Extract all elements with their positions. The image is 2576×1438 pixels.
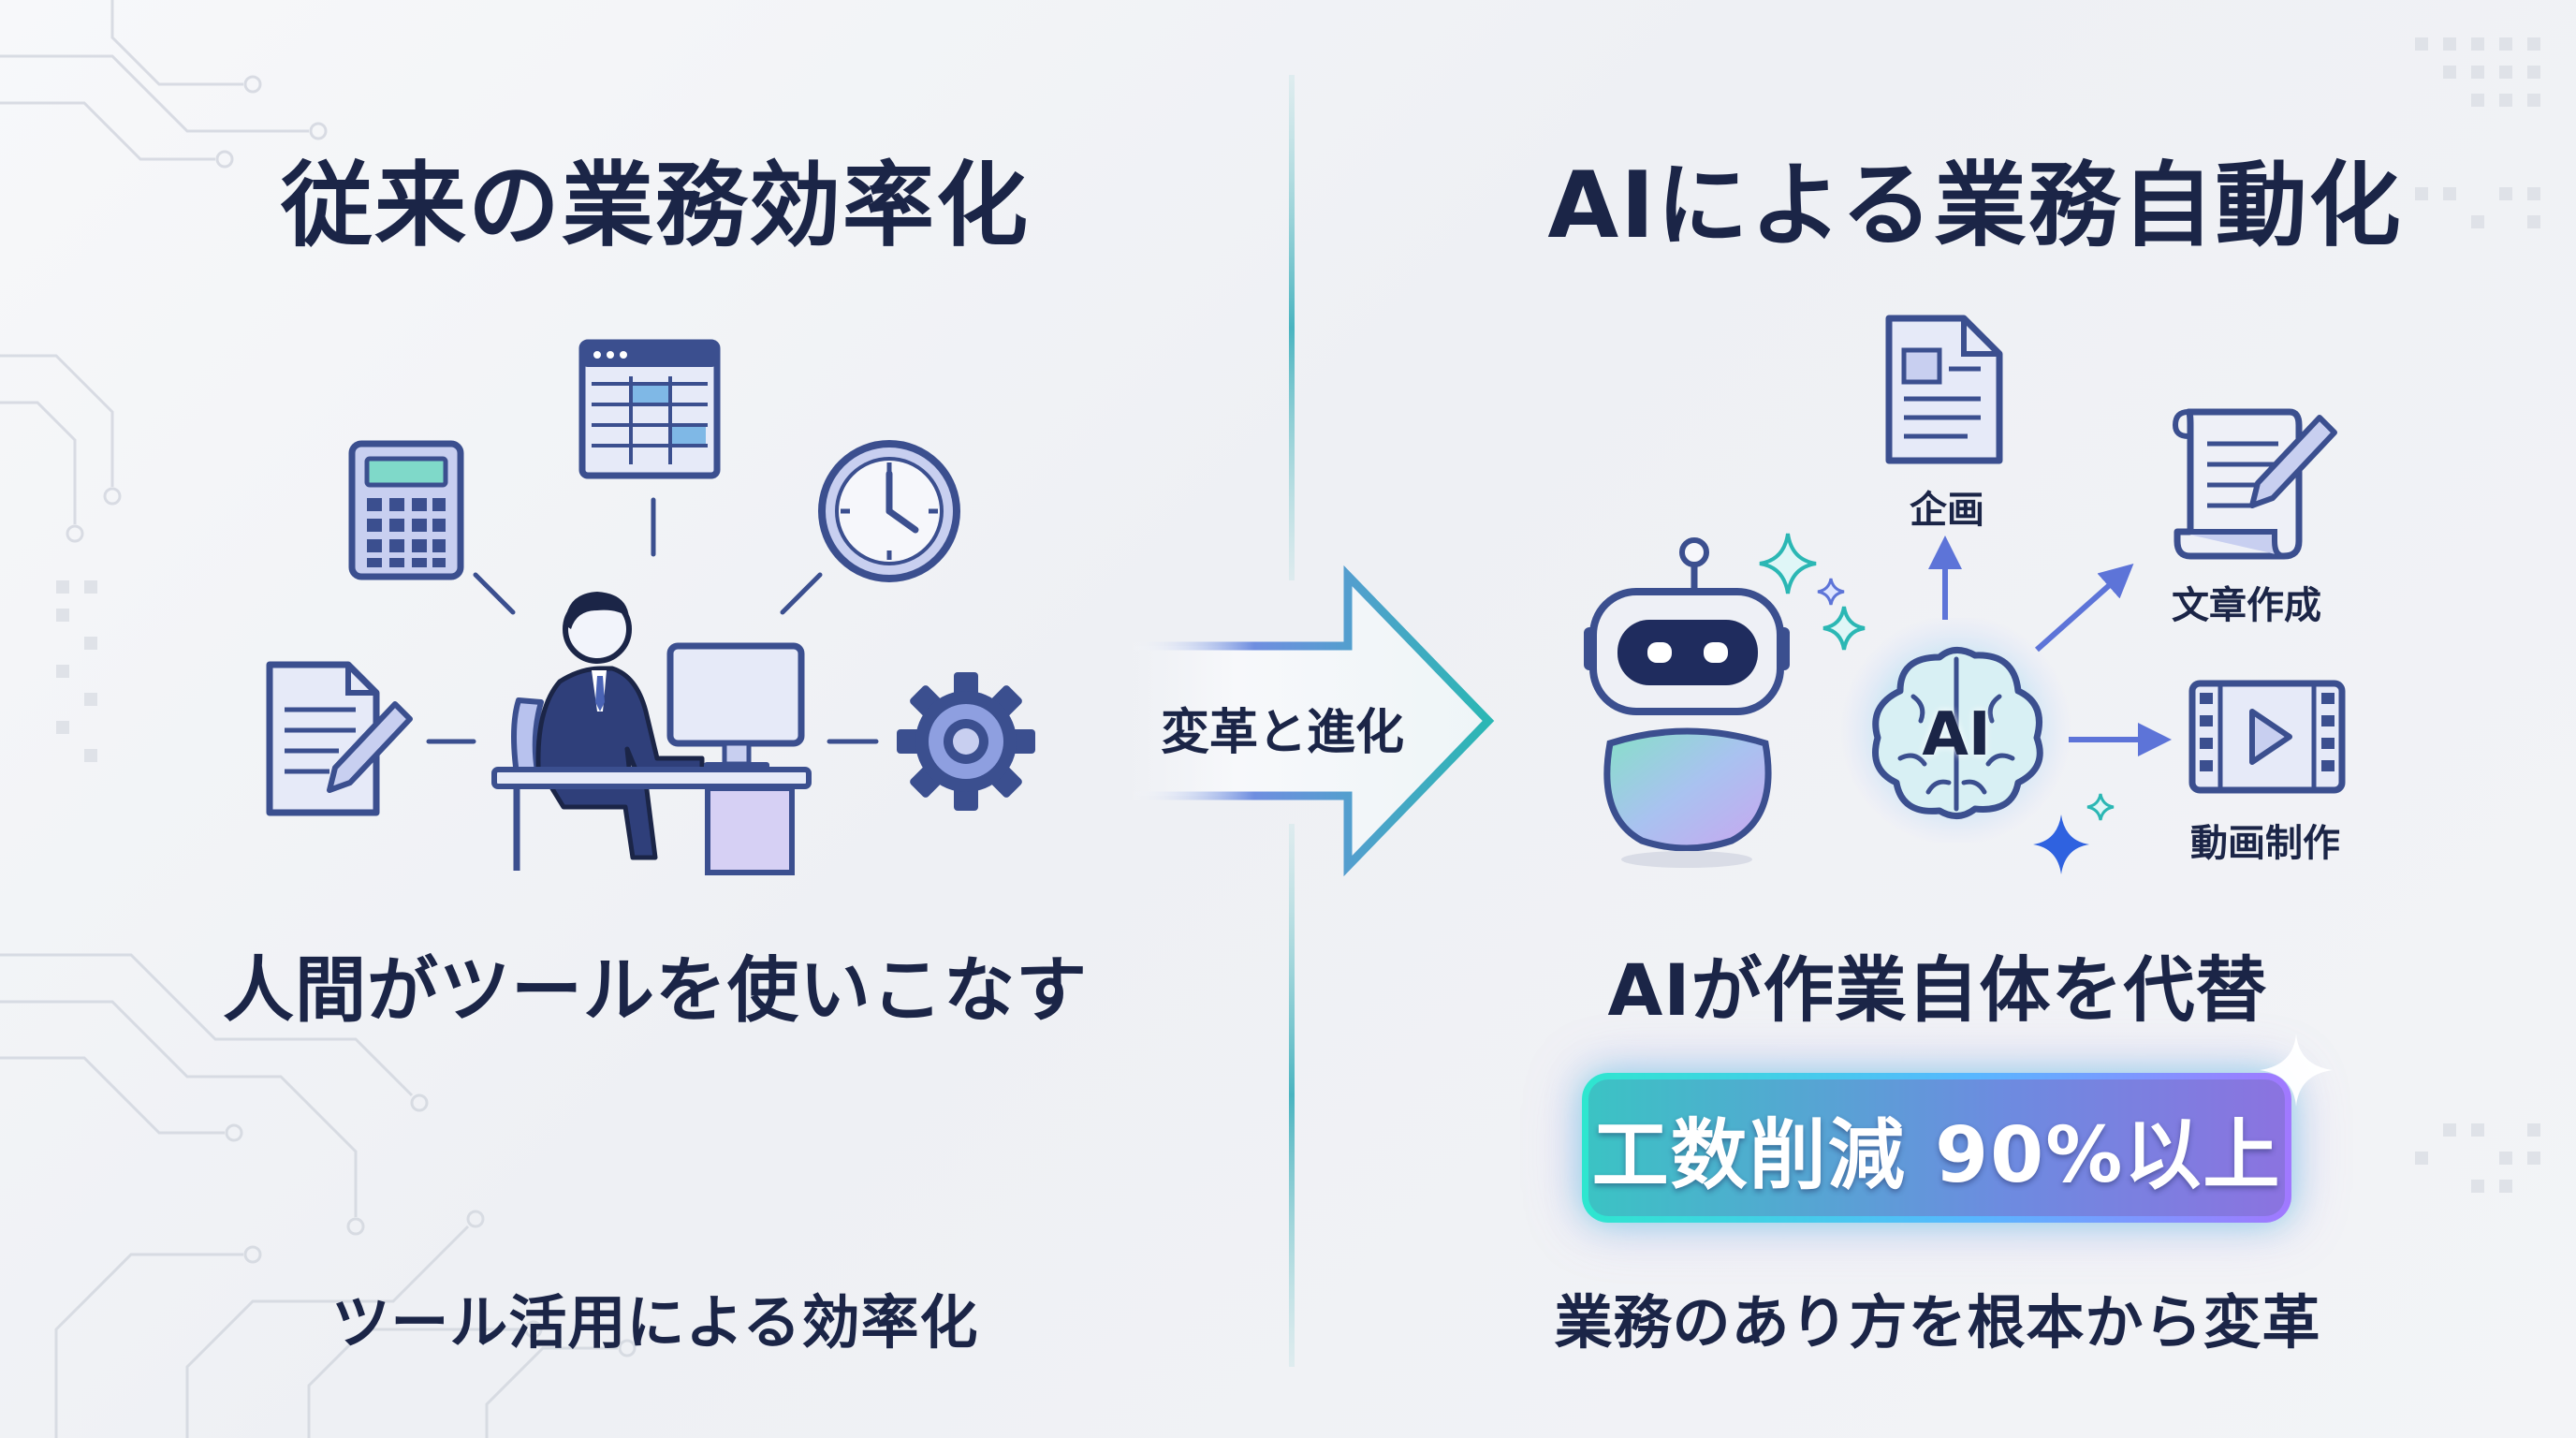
output-label-planning: 企画 [1910, 489, 1984, 532]
sparkle-icon [1759, 533, 1845, 606]
circuit-traces [0, 0, 637, 1438]
video-icon [2188, 680, 2346, 794]
reduction-badge: 工数削減 90%以上 [1582, 1073, 2291, 1223]
left-subtitle: 人間がツールを使いこなす [223, 948, 1088, 1032]
left-title: 従来の業務効率化 [280, 153, 1030, 259]
dot-grid [56, 37, 2540, 1193]
sparkle-icon [1822, 606, 1866, 651]
sparkle-icon [2260, 1034, 2333, 1107]
calculator-icon [348, 440, 464, 580]
output-label-video: 動画制作 [2190, 822, 2340, 865]
document-icon [1885, 315, 2003, 464]
spreadsheet-icon [578, 339, 721, 479]
right-title: AIによる業務自動化 [1547, 153, 2403, 259]
divider-top [1289, 75, 1295, 580]
left-caption: ツール活用による効率化 [331, 1288, 979, 1357]
output-label-writing: 文章作成 [2172, 584, 2321, 627]
memo-pen-icon [266, 661, 413, 816]
right-caption: 業務のあり方を根本から変革 [1554, 1288, 2321, 1357]
office-worker-icon [491, 592, 812, 875]
divider-bottom [1289, 824, 1295, 1367]
output-arrows [1928, 536, 2172, 756]
sparkle-icon [2033, 793, 2115, 874]
ai-brain-label: AI [1922, 700, 1991, 770]
arrow-label: 変革と進化 [1160, 705, 1404, 761]
scroll-pen-icon [2172, 408, 2337, 560]
ai-brain-icon [1840, 618, 2072, 843]
clock-icon [818, 440, 960, 582]
robot-icon [1584, 537, 1790, 868]
right-subtitle: AIが作業自体を代替 [1607, 948, 2268, 1032]
connector-lines [426, 497, 879, 744]
reduction-badge-text: 工数削減 90%以上 [1591, 1110, 2282, 1200]
gear-icon [897, 672, 1035, 811]
transition-arrow [1123, 565, 1495, 877]
